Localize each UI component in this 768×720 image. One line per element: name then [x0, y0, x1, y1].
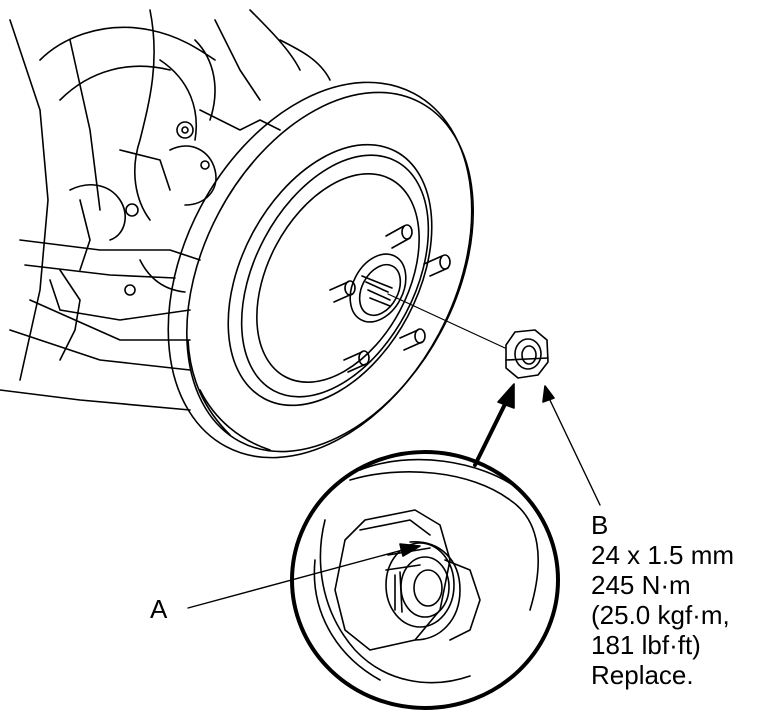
hub-spindle: [349, 253, 506, 349]
wheel-studs: [329, 224, 451, 373]
spindle-nut-small: [505, 329, 549, 379]
nut-size-spec: 24 x 1.5 mm: [591, 540, 735, 570]
torque-lbfft-spec: 181 lbf·ft): [591, 630, 701, 660]
suspension-background: [0, 9, 331, 411]
callout-b-block: B 24 x 1.5 mm 245 N·m (25.0 kgf·m, 181 l…: [591, 510, 734, 690]
replace-note: Replace.: [591, 660, 694, 690]
torque-nm-spec: 245 N·m: [591, 570, 691, 600]
detail-inset: [290, 450, 560, 710]
callout-label-b: B: [591, 510, 609, 540]
callout-label-a: A: [150, 594, 168, 624]
brake-disc: [167, 81, 474, 459]
torque-kgfm-spec: (25.0 kgf·m,: [591, 600, 730, 630]
